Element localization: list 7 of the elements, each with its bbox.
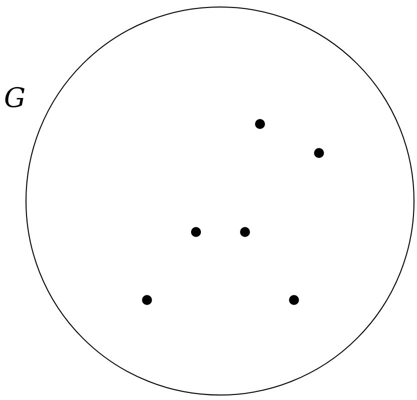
point-dot bbox=[289, 295, 299, 305]
point-dot bbox=[191, 227, 201, 237]
point-dot bbox=[142, 295, 152, 305]
point-dot bbox=[240, 227, 250, 237]
point-dot bbox=[314, 148, 324, 158]
point-dot bbox=[255, 119, 265, 129]
set-label: G bbox=[4, 84, 26, 114]
